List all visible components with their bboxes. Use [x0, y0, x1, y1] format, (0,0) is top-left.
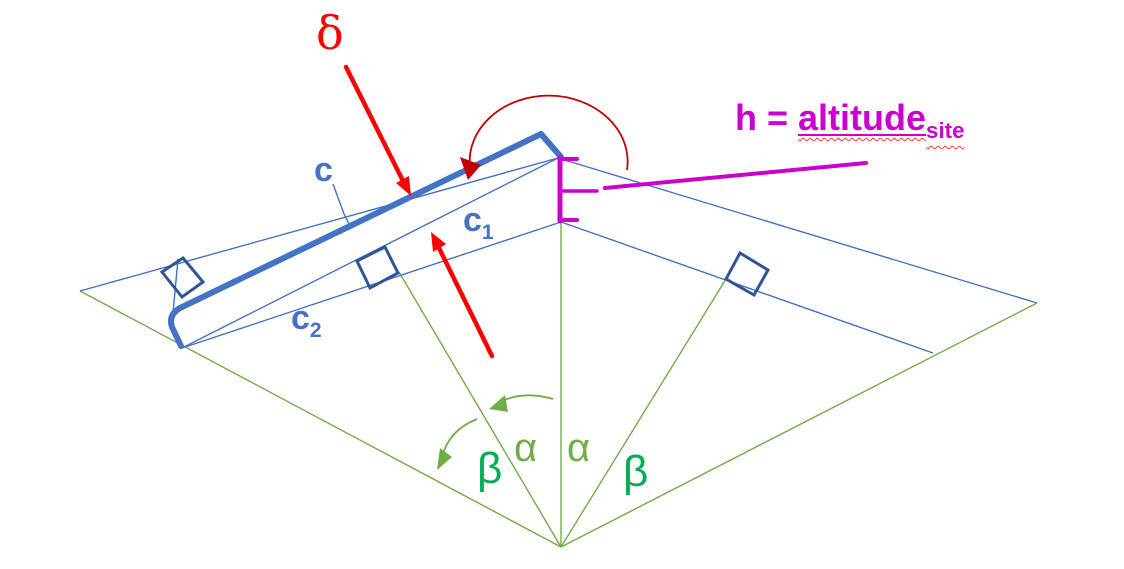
c-label-leader: [332, 183, 352, 229]
beta-arc-arrowhead: [437, 448, 452, 470]
sightline-right-upper: [557, 157, 1038, 304]
baseline-left: [181, 221, 562, 349]
c1-subscript: 1: [481, 220, 494, 244]
alpha-left-label: α: [514, 426, 538, 470]
ray-far-left: [79, 290, 562, 548]
ray-far-right: [560, 302, 1038, 548]
altitude-label-word: altitude: [798, 97, 927, 138]
baseline-right: [560, 221, 934, 354]
right-angle-marker-right: [723, 250, 771, 298]
alpha-arc-arrowhead: [489, 395, 508, 412]
alpha-angle-arc: [497, 394, 554, 404]
beta-right-label: β: [623, 447, 649, 496]
c2-base: c: [291, 299, 310, 337]
perpendicular-stub: [172, 258, 179, 314]
sightline-left-upper: [79, 157, 559, 292]
c-label: c: [314, 151, 333, 189]
c1-label: c1: [463, 203, 494, 243]
right-angle-marker-middle: [355, 244, 400, 291]
pointer-arrow-shaft: [436, 245, 495, 359]
altitude-label-prefix: h =: [735, 97, 799, 138]
beta-left-label: β: [477, 444, 503, 493]
reflex-arc-arrowhead: [460, 157, 481, 180]
ray-up-left: [398, 271, 562, 548]
alpha-right-label: α: [567, 426, 591, 470]
right-angle-marker-left: [159, 256, 206, 300]
altitude-leader-line: [603, 161, 868, 190]
delta-arrow-shaft: [343, 64, 406, 184]
altitude-label-subscript: site: [926, 118, 965, 144]
rod: [168, 131, 564, 349]
reflex-angle-arc: [468, 94, 629, 171]
pointer-arrow-head: [431, 232, 446, 252]
ray-up-right: [560, 278, 727, 548]
c1-base: c: [463, 201, 482, 239]
c2-subscript: 2: [309, 318, 322, 342]
delta-arrow-head: [396, 176, 411, 196]
altitude-label: h = altitudesite: [735, 100, 965, 143]
beta-angle-arc: [441, 418, 478, 458]
c2-label: c2: [291, 301, 322, 341]
delta-label: δ: [316, 6, 344, 60]
